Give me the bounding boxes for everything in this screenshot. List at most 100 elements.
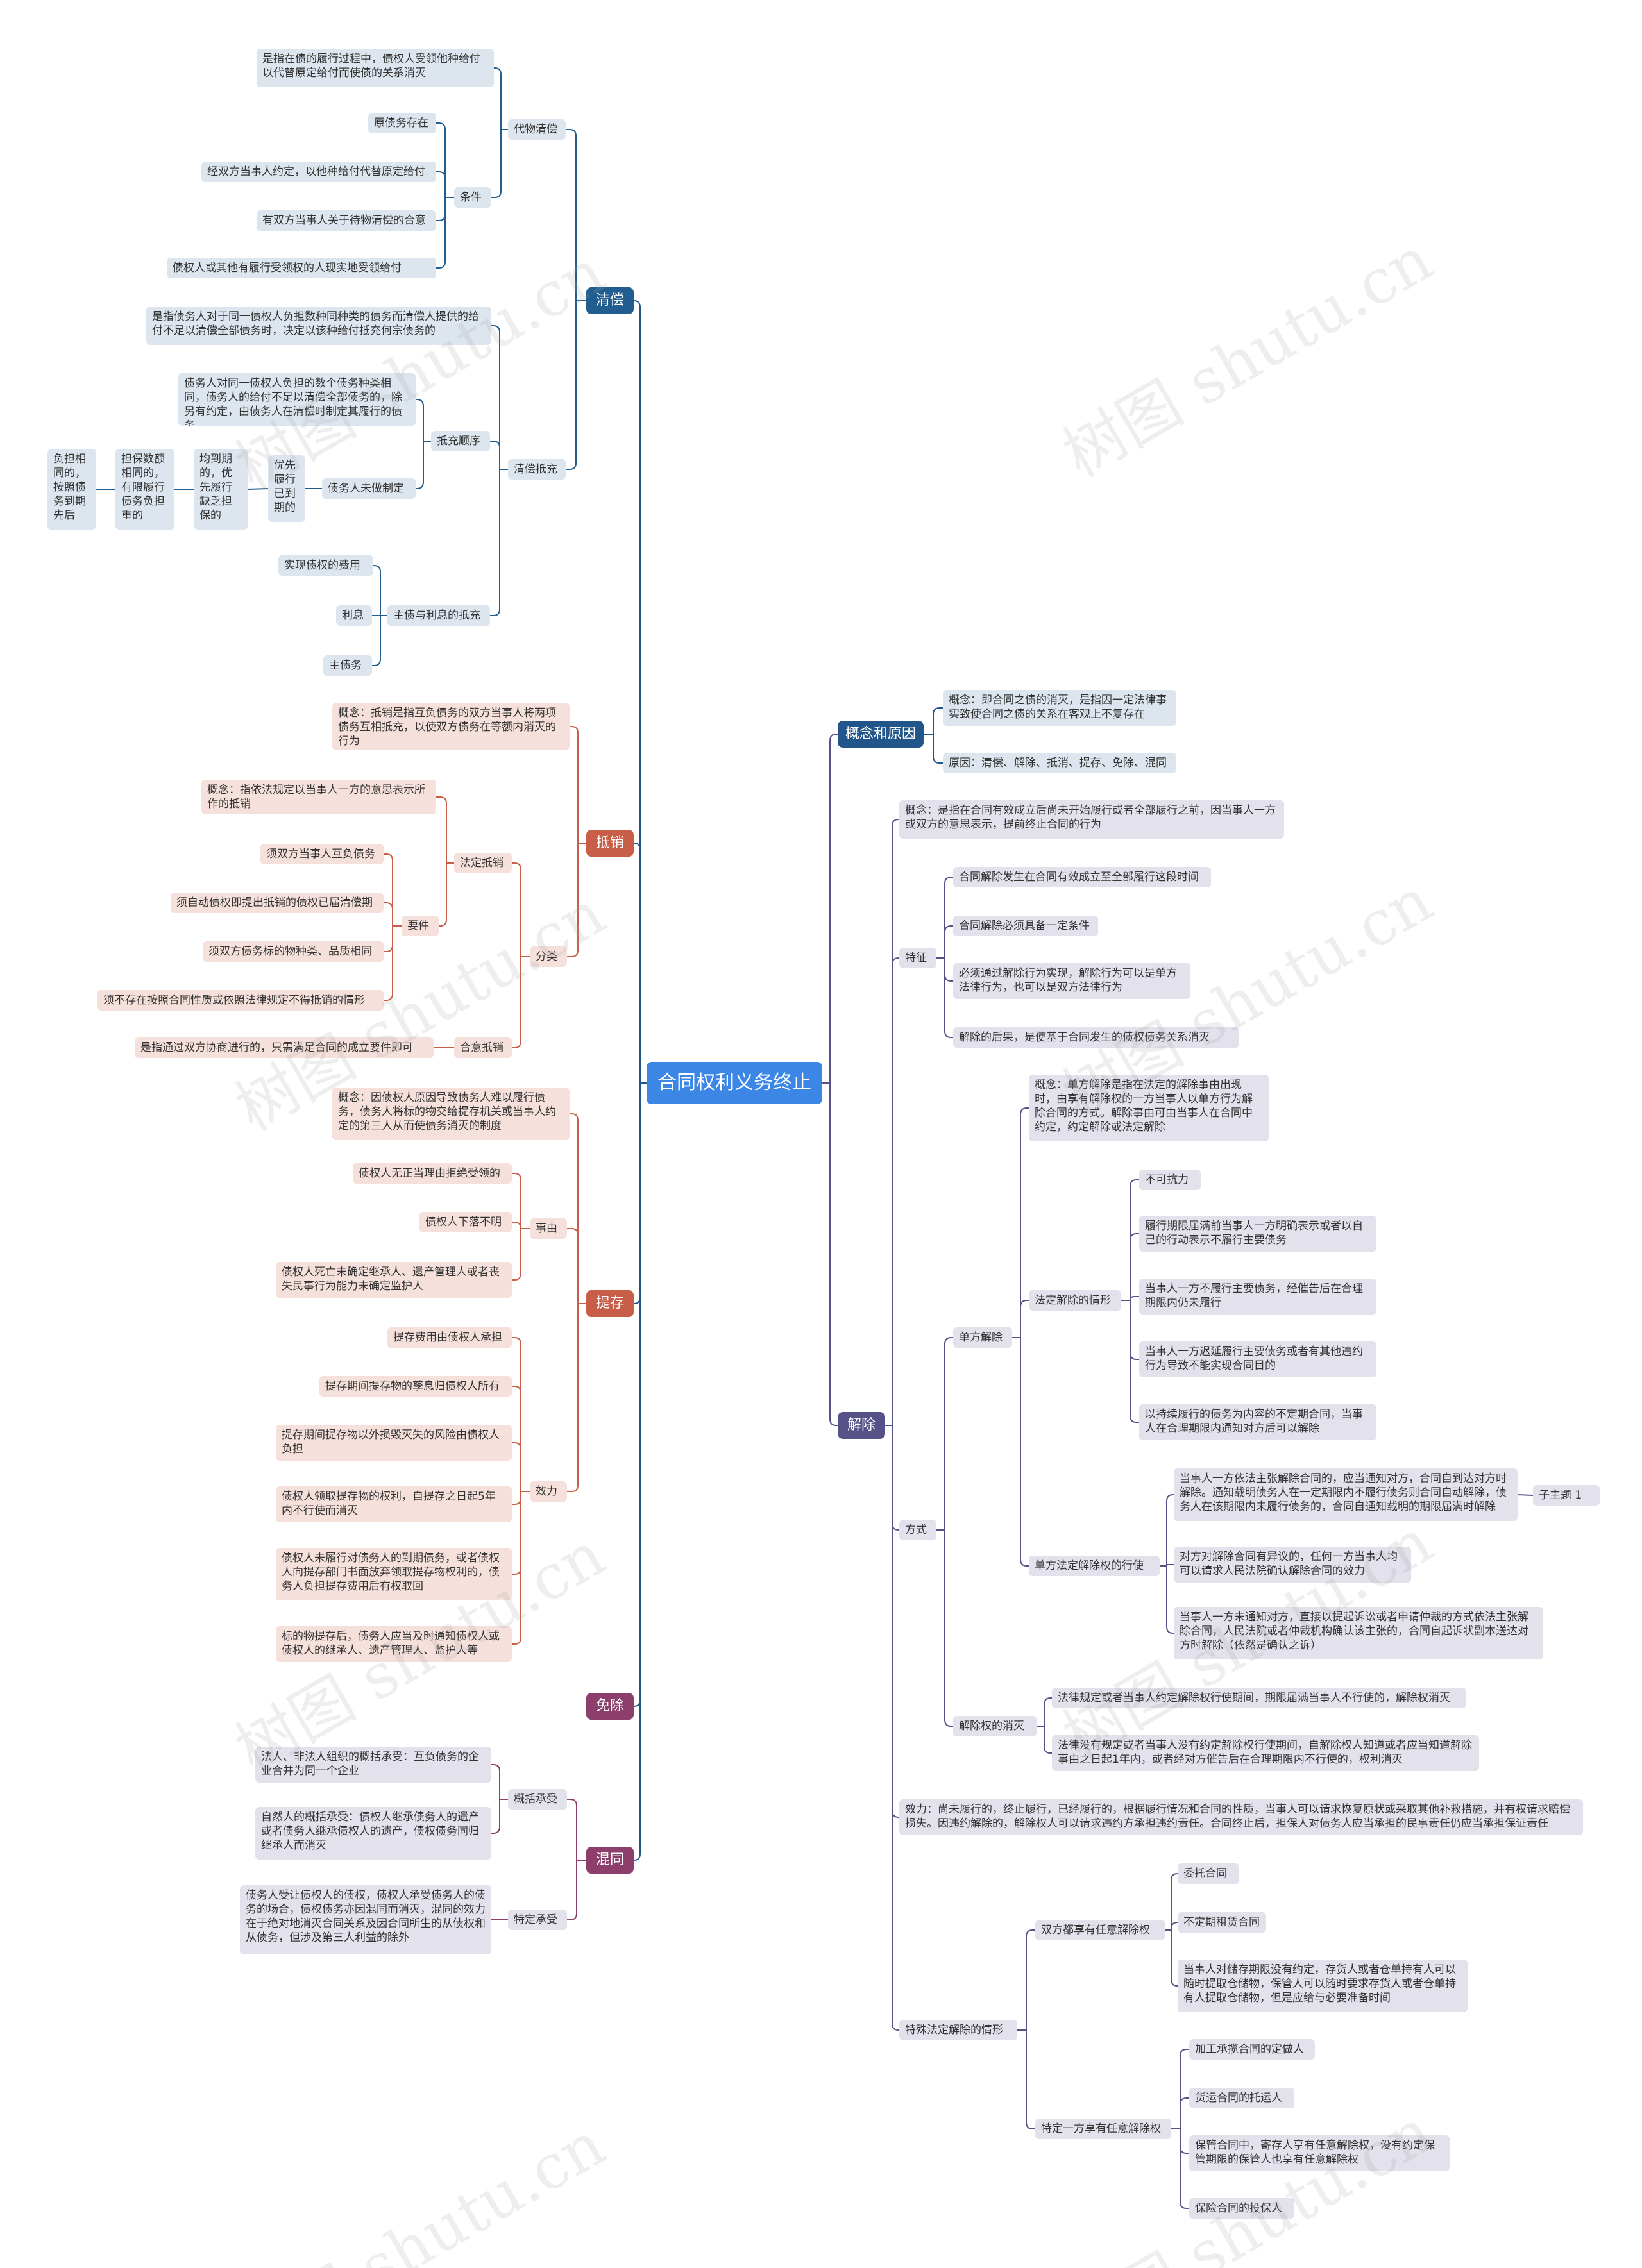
exercise-1[interactable]: 当事人一方依法主张解除合同的，应当通知对方，合同自到达对方时解除。通知载明债务人…: [1174, 1468, 1518, 1521]
feature-4[interactable]: 解除的后果，是使基于合同发生的债权债务关系消灭: [953, 1027, 1239, 1048]
node-dichong-order[interactable]: 抵充顺序: [431, 431, 490, 451]
effect-3[interactable]: 提存期间提存物以外损毁灭失的风险由债权人负担: [276, 1425, 512, 1461]
node-danfang[interactable]: 单方解除: [953, 1327, 1012, 1348]
dixiao-class[interactable]: 分类: [530, 946, 567, 967]
fading-req[interactable]: 要件: [402, 916, 439, 936]
node-heyi[interactable]: 合意抵销: [454, 1037, 512, 1058]
node-both[interactable]: 双方都享有任意解除权: [1035, 1920, 1165, 1940]
node-cases[interactable]: 法定解除的情形: [1029, 1290, 1121, 1311]
effect-6[interactable]: 标的物提存后，债务人应当及时通知债权人或债权人的继承人、遗产管理人、监护人等: [276, 1626, 512, 1662]
principal-1[interactable]: 实现债权的费用: [278, 555, 373, 576]
case-1[interactable]: 不可抗力: [1139, 1170, 1201, 1190]
case-3[interactable]: 当事人一方不履行主要债务，经催告后在合理期限内仍未履行: [1139, 1279, 1376, 1315]
branch-tidu[interactable]: 提存: [586, 1290, 634, 1317]
one-3[interactable]: 保管合同中，寄存人享有任意解除权，没有约定保管期限的保管人也享有任意解除权: [1189, 2135, 1450, 2171]
node-exercise[interactable]: 单方法定解除权的行使: [1029, 1556, 1160, 1576]
node-dichong-concept[interactable]: 是指债务人对于同一债权人负担数种同种类的债务而清偿人提供的给付不足以清偿全部债务…: [146, 307, 491, 345]
exercise-2[interactable]: 对方对解除合同有异议的，任何一方当事人均可以请求人民法院确认解除合同的效力: [1174, 1547, 1411, 1583]
node-teding[interactable]: 特定承受: [508, 1910, 567, 1930]
feature-3[interactable]: 必须通过解除行为实现，解除行为可以是单方法律行为，也可以是双方法律行为: [953, 963, 1190, 999]
reason-1[interactable]: 债权人无正当理由拒绝受领的: [353, 1163, 512, 1184]
root-node[interactable]: 合同权利义务终止: [647, 1062, 822, 1104]
chain-3[interactable]: 担保数额相同的，有限履行债务负担重的: [115, 449, 174, 530]
concept-2[interactable]: 原因：清偿、解除、抵消、提存、免除、混同: [943, 753, 1176, 773]
subtopic-1[interactable]: 子主题 1: [1533, 1485, 1600, 1506]
tidu-reason[interactable]: 事由: [530, 1218, 567, 1239]
extinct-2[interactable]: 法律没有规定或者当事人没有约定解除权行使期间，自解除权人知道或者应当知道解除事由…: [1052, 1735, 1479, 1771]
chain-4[interactable]: 负担相同的，按照债务到期先后: [47, 449, 96, 530]
one-4[interactable]: 保险合同的投保人: [1189, 2198, 1294, 2219]
case-2[interactable]: 履行期限届满前当事人一方明确表示或者以自己的行动表示不履行主要债务: [1139, 1216, 1376, 1252]
effect-4[interactable]: 债权人领取提存物的权利，自提存之日起5年内不行使而消灭: [276, 1486, 512, 1522]
branch-mianchu[interactable]: 免除: [586, 1693, 634, 1720]
reason-3[interactable]: 债权人死亡未确定继承人、遗产管理人或者丧失民事行为能力未确定监护人: [276, 1262, 512, 1298]
req-3[interactable]: 须双方债务标的物种类、品质相同: [203, 941, 384, 962]
branch-huntong[interactable]: 混同: [586, 1847, 634, 1874]
connector: [491, 1799, 508, 1834]
branch-dixiao[interactable]: 抵销: [586, 830, 634, 857]
node-daiwu-concept[interactable]: 是指在债的履行过程中，债权人受领他种给付以代替原定给付而使债的关系消灭: [257, 49, 494, 87]
cond-4[interactable]: 债权人或其他有履行受领权的人现实地受领给付: [167, 258, 436, 278]
connector: [567, 1860, 586, 1920]
node-special[interactable]: 特殊法定解除的情形: [899, 2020, 1017, 2040]
jiechu-effect[interactable]: 效力：尚未履行的，终止履行，已经履行的，根据履行情况和合同的性质，当事人可以请求…: [899, 1799, 1583, 1835]
one-2[interactable]: 货运合同的托运人: [1189, 2088, 1294, 2108]
both-3[interactable]: 当事人对储存期限没有约定，存货人或者仓单持有人可以随时提取仓储物，保管人可以随时…: [1178, 1960, 1468, 2012]
req-4[interactable]: 须不存在按照合同性质或依照法律规定不得抵销的情形: [97, 990, 384, 1011]
connector: [1171, 2097, 1189, 2129]
jiechu-method[interactable]: 方式: [899, 1520, 936, 1540]
cond-2[interactable]: 经双方当事人约定，以他种给付代替原定给付: [201, 162, 436, 182]
fading-concept[interactable]: 概念：指依法规定以当事人一方的意思表示所作的抵销: [201, 780, 436, 814]
node-one[interactable]: 特定一方享有任意解除权: [1035, 2119, 1171, 2139]
chain-1[interactable]: 优先履行已到期的: [268, 455, 305, 522]
effect-5[interactable]: 债权人未履行对债务人的到期债务，或者债权人向提存部门书面放弃领取提存物权利的，债…: [276, 1548, 512, 1600]
tidu-effect[interactable]: 效力: [530, 1481, 567, 1502]
gaikuo-1[interactable]: 法人、非法人组织的概括承受：互负债务的企业合并为同一个企业: [255, 1747, 491, 1783]
connector: [936, 925, 953, 959]
connector: [439, 862, 454, 927]
node-daiwu-cond[interactable]: 条件: [454, 187, 491, 208]
node-fading[interactable]: 法定抵销: [454, 853, 512, 873]
connector: [570, 726, 586, 844]
one-1[interactable]: 加工承揽合同的定做人: [1189, 2039, 1315, 2060]
branch-jiechu[interactable]: 解除: [838, 1412, 885, 1439]
dixiao-concept[interactable]: 概念：抵销是指互负债务的双方当事人将两项债务互相抵充，以使双方债务在等额内消灭的…: [332, 703, 570, 750]
principal-2[interactable]: 利息: [336, 605, 372, 626]
connector: [822, 734, 838, 1084]
node-dichong[interactable]: 清偿抵充: [508, 459, 566, 480]
node-extinct[interactable]: 解除权的消灭: [953, 1716, 1037, 1736]
principal-3[interactable]: 主债务: [323, 655, 372, 676]
case-5[interactable]: 以持续履行的债务为内容的不定期合同，当事人在合理期限内通知对方后可以解除: [1139, 1404, 1376, 1440]
both-1[interactable]: 委托合同: [1178, 1863, 1239, 1884]
order-1[interactable]: 债务人对同一债权人负担的数个债务种类相同，债务人的给付不足以清偿全部债务的，除另…: [178, 373, 416, 426]
effect-1[interactable]: 提存费用由债权人承担: [387, 1327, 512, 1348]
branch-concept[interactable]: 概念和原因: [838, 721, 924, 748]
extinct-1[interactable]: 法律规定或者当事人约定解除权行使期间，期限届满当事人不行使的，解除权消灭: [1052, 1688, 1466, 1708]
gaikuo-2[interactable]: 自然人的概括承受：债权人继承债务人的遗产或者债务人继承债权人的遗产，债权债务同归…: [255, 1807, 491, 1860]
concept-1[interactable]: 概念：即合同之债的消灭，是指因一定法律事实致使合同之债的关系在客观上不复存在: [943, 690, 1176, 726]
exercise-3[interactable]: 当事人一方未通知对方，直接以提起诉讼或者申请仲裁的方式依法主张解除合同，人民法院…: [1174, 1607, 1543, 1659]
heyi-desc[interactable]: 是指通过双方协商进行的，只需满足合同的成立要件即可: [135, 1037, 434, 1058]
cond-3[interactable]: 有双方当事人关于待物清偿的合意: [257, 210, 436, 231]
effect-2[interactable]: 提存期间提存物的孳息归债权人所有: [319, 1376, 512, 1397]
case-4[interactable]: 当事人一方迟延履行主要债务或者有其他违约行为导致不能实现合同目的: [1139, 1341, 1376, 1377]
reason-2[interactable]: 债权人下落不明: [419, 1212, 512, 1232]
danfang-concept[interactable]: 概念：单方解除是指在法定的解除事由出现时，由享有解除权的一方当事人以单方行为解除…: [1029, 1075, 1269, 1141]
branch-qingchang[interactable]: 清偿: [586, 287, 634, 314]
jiechu-concept[interactable]: 概念：是指在合同有效成立后尚未开始履行或者全部履行之前，因当事人一方或双方的意思…: [899, 800, 1284, 839]
req-1[interactable]: 须双方当事人互负债务: [260, 844, 384, 864]
feature-2[interactable]: 合同解除必须具备一定条件: [953, 916, 1098, 936]
jiechu-feature[interactable]: 特征: [899, 948, 936, 968]
node-unspecified[interactable]: 债务人未做制定: [322, 478, 416, 499]
node-gaikuo[interactable]: 概括承受: [508, 1789, 567, 1810]
tidu-concept[interactable]: 概念：因债权人原因导致债务人难以履行债务，债务人将标的物交给提存机关或当事人约定…: [332, 1088, 570, 1140]
feature-1[interactable]: 合同解除发生在合同有效成立至全部履行这段时间: [953, 867, 1211, 887]
both-2[interactable]: 不定期租赁合同: [1178, 1912, 1266, 1933]
node-daiwu[interactable]: 代物清偿: [508, 119, 566, 140]
teding-desc[interactable]: 债务人受让债权人的债权，债权人承受债务人的债务的场合，债权债务亦因混同而消灭，混…: [240, 1885, 491, 1954]
chain-2[interactable]: 均到期的，优先履行缺乏担保的: [194, 449, 248, 530]
node-principal[interactable]: 主债与利息的抵充: [387, 605, 490, 626]
cond-1[interactable]: 原债务存在: [368, 113, 436, 133]
req-2[interactable]: 须自动债权即提出抵销的债权已届清偿期: [171, 893, 384, 913]
